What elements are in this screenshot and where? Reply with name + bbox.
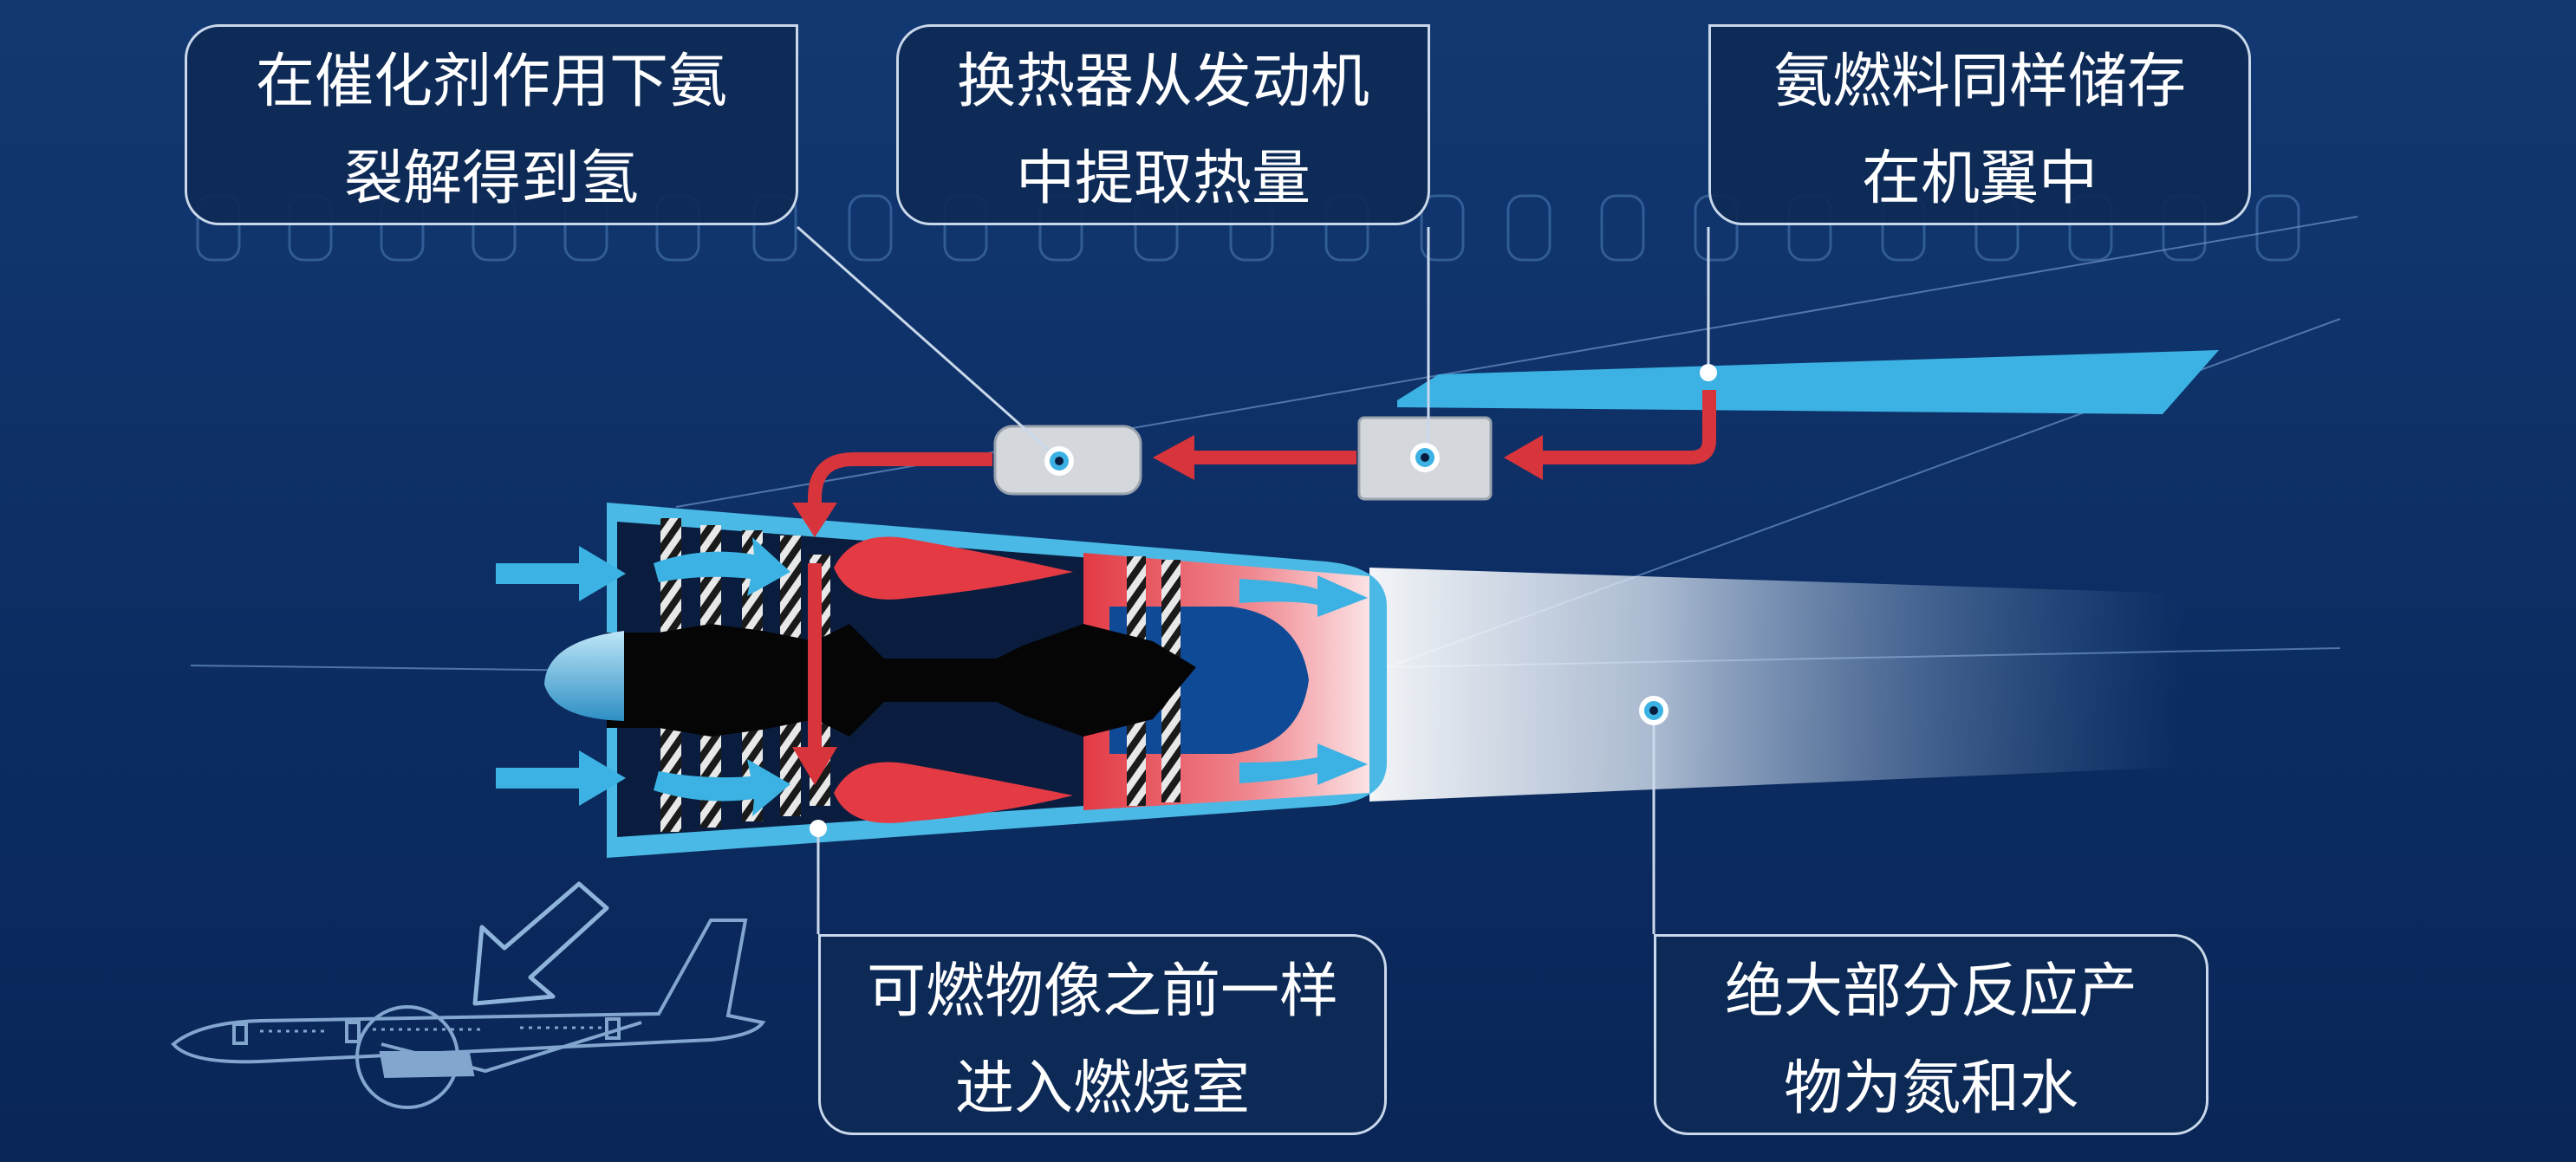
flow-arrow-icon [496, 546, 626, 601]
callout-fuel-storage: 氨燃料同样储存 在机翼中 [1708, 24, 2251, 225]
flow-arrow-icon [792, 503, 837, 537]
callout-reaction-products: 绝大部分反应产 物为氮和水 [1654, 934, 2208, 1135]
callout-line: 在机翼中 [1861, 145, 2098, 213]
airplane-icon [171, 919, 766, 1109]
leader-dots [810, 364, 1717, 837]
callout-line: 绝大部分反应产 [1724, 958, 2137, 1026]
callout-line: 换热器从发动机 [956, 48, 1369, 116]
combustor-bottom [834, 762, 1073, 823]
callout-heat-exchanger: 换热器从发动机 中提取热量 [896, 24, 1430, 225]
intake-arrows [496, 537, 790, 816]
fuel-flow-path [808, 390, 1716, 763]
fuel-flow-heads [792, 435, 1543, 785]
leader-dot-icon [1044, 446, 1074, 476]
flow-arrow-icon [654, 537, 790, 596]
callout-line: 可燃物像之前一样 [866, 958, 1338, 1026]
callout-combustion: 可燃物像之前一样 进入燃烧室 [818, 934, 1387, 1135]
combustor-top [834, 536, 1073, 600]
flow-arrow-icon [496, 750, 626, 806]
flow-arrow-icon [792, 747, 837, 785]
callout-line: 氨燃料同样储存 [1773, 48, 2186, 116]
leader-dot-icon [1410, 443, 1440, 472]
flow-arrow-icon [1504, 435, 1543, 480]
leader-dot-icon [1700, 364, 1717, 381]
callout-line: 物为氮和水 [1783, 1055, 2078, 1123]
shaft-rod [867, 670, 988, 691]
callout-line: 在催化剂作用下氨 [255, 48, 727, 116]
callout-line: 进入燃烧室 [954, 1055, 1250, 1123]
callout-ammonia-cracking: 在催化剂作用下氨 裂解得到氢 [185, 24, 798, 225]
leader-dot-icon [1639, 696, 1669, 725]
exhaust-arrows [1239, 575, 1368, 785]
callout-line: 裂解得到氢 [343, 145, 639, 213]
wing-fuel-tank [1397, 350, 2219, 414]
callout-line: 中提取热量 [1015, 145, 1311, 213]
flow-arrow-icon [1153, 435, 1194, 480]
turbine-inner-dome [1109, 607, 1309, 754]
pointer-arrow-icon [472, 881, 609, 1006]
leader-lines [797, 225, 1710, 934]
leader-dot-icon [810, 820, 827, 837]
exhaust-plume [1369, 568, 2184, 802]
engine-spinner [544, 631, 624, 721]
flow-arrow-icon [1239, 575, 1368, 617]
flow-arrow-icon [1239, 743, 1368, 785]
flow-arrow-icon [654, 759, 790, 816]
